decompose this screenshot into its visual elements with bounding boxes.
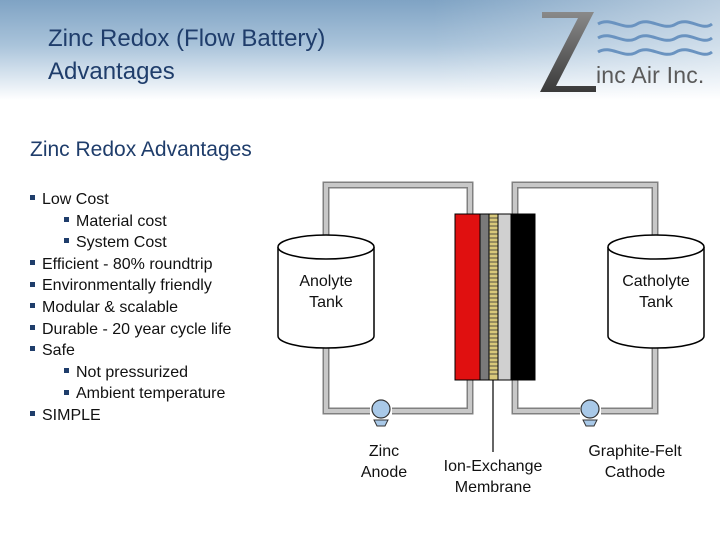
catholyte-pipes (511, 181, 659, 415)
bullet-marker (30, 346, 35, 352)
bullet-text: Low Cost (42, 191, 109, 208)
logo-wave-1 (597, 20, 713, 28)
bullet-marker (64, 216, 69, 222)
cathode-label-line1: Graphite-Felt (588, 443, 682, 460)
zinc-anode-label-line1: Zinc (368, 443, 400, 460)
anolyte-pump (371, 399, 391, 427)
anode-frame (479, 213, 490, 381)
anolyte-return-pipe-fill (324, 346, 370, 413)
bullet-text: Ambient temperature (76, 385, 226, 403)
bullet-item: Durable - 20 year cycle life (30, 319, 231, 341)
company-logo (540, 12, 713, 92)
anolyte-cell-pipe (392, 380, 474, 415)
bullet-text: Not pressurized (76, 363, 189, 381)
catholyte-tank (607, 234, 705, 349)
bullet-item: System Cost (30, 232, 231, 254)
cathode-label: Graphite-Felt Cathode (570, 441, 700, 483)
catholyte-pump (580, 399, 600, 427)
anolyte-tank-label-line1: Anolyte (299, 273, 353, 290)
bullet-item: Modular & scalable (30, 297, 231, 319)
membrane-label: Ion-Exchange Membrane (428, 456, 558, 498)
page-title-line1: Zinc Redox (Flow Battery) (48, 25, 326, 52)
catholyte-tank-label-line2: Tank (639, 294, 673, 311)
membrane-label-line2: Membrane (454, 479, 532, 496)
anolyte-supply-pipe-fill (324, 183, 472, 247)
bullet-marker (30, 411, 35, 417)
bullet-item: Low Cost (30, 189, 231, 211)
catholyte-tank-label-line1: Catholyte (622, 273, 690, 290)
bullet-marker (30, 324, 35, 330)
logo-wave-3 (597, 48, 713, 56)
zinc-anode-label: Zinc Anode (344, 441, 424, 483)
section-heading: Zinc Redox Advantages (30, 138, 252, 161)
catholyte-cell-pipe (511, 380, 580, 415)
anolyte-tank-label: Anolyte Tank (278, 271, 374, 313)
bullet-marker (64, 238, 69, 244)
anolyte-return-pipe (322, 346, 370, 415)
bullet-item: Environmentally friendly (30, 275, 231, 297)
page-title: Zinc Redox (Flow Battery) Advantages (48, 22, 325, 88)
logo-wave-2 (597, 34, 713, 42)
graphite-felt-cathode (510, 213, 536, 381)
bullet-marker (30, 281, 35, 287)
bullet-text: Material cost (76, 212, 167, 230)
bullet-marker (30, 260, 35, 266)
cathode-label-line2: Cathode (604, 464, 666, 481)
catholyte-tank-label: Catholyte Tank (608, 271, 704, 313)
page-title-line2: Advantages (48, 58, 175, 85)
bullet-marker (30, 303, 35, 309)
bullet-text: System Cost (76, 234, 167, 252)
bullet-marker (64, 389, 69, 395)
anolyte-tank-label-line2: Tank (309, 294, 343, 311)
bullet-item: Material cost (30, 211, 231, 233)
anolyte-tank (277, 234, 375, 349)
ion-exchange-membrane (488, 213, 499, 381)
bullet-marker (30, 195, 35, 201)
bullet-item: Efficient - 80% roundtrip (30, 254, 231, 276)
catholyte-supply-pipe-fill (513, 183, 657, 247)
bullet-text: Safe (42, 342, 75, 360)
bullet-text: Durable - 20 year cycle life (42, 320, 232, 338)
bullet-item: Safe (30, 340, 231, 362)
zinc-anode-electrode (454, 213, 481, 381)
membrane-hatching (489, 217, 498, 375)
catholyte-return-pipe-fill (601, 346, 657, 413)
bullet-text: Environmentally friendly (42, 277, 212, 295)
zinc-anode-label-line2: Anode (360, 464, 408, 481)
membrane-label-line1: Ion-Exchange (443, 458, 543, 475)
bullet-text: SIMPLE (42, 406, 101, 424)
catholyte-cell-pipe-fill (513, 380, 580, 413)
logo-wordmark: inc Air Inc. (596, 62, 705, 88)
anolyte-pipes (322, 181, 474, 415)
cathode-frame (497, 213, 512, 381)
bullet-item: SIMPLE (30, 405, 231, 427)
bullet-text: Modular & scalable (42, 298, 179, 316)
logo-z-mark (540, 12, 596, 92)
bullet-item: Ambient temperature (30, 383, 231, 405)
anolyte-cell-pipe-fill (392, 380, 472, 413)
bullet-item: Not pressurized (30, 362, 231, 384)
catholyte-return-pipe (601, 346, 659, 415)
cell-stack (454, 213, 536, 381)
bullet-marker (64, 368, 69, 374)
bullet-text: Efficient - 80% roundtrip (42, 255, 213, 273)
